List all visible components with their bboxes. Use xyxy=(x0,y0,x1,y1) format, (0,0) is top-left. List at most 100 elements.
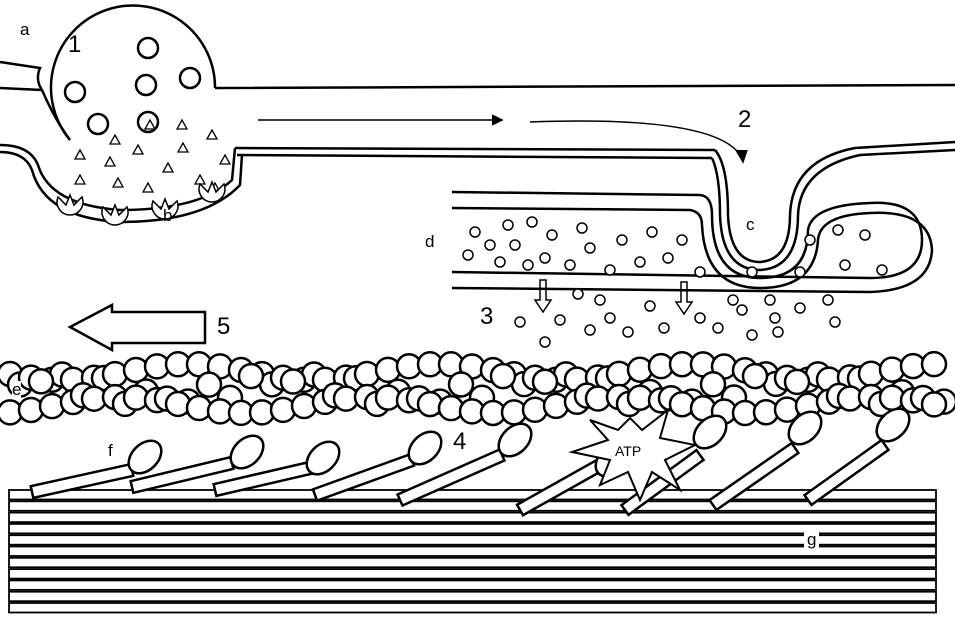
actin-monomer xyxy=(101,360,129,388)
label-e: e xyxy=(12,380,22,399)
calcium-ion xyxy=(712,322,724,334)
actin-monomer xyxy=(290,392,318,420)
receptor xyxy=(101,202,129,226)
calcium-ion xyxy=(539,252,551,264)
calcium-ion xyxy=(839,259,851,271)
label-a: a xyxy=(20,20,30,39)
sarcoplasmic-reticulum xyxy=(451,140,955,294)
calcium-ion xyxy=(764,294,776,306)
label-d: d xyxy=(425,232,435,251)
calcium-ion xyxy=(832,224,844,236)
neurotransmitter xyxy=(111,176,125,188)
label-b: b xyxy=(163,206,173,225)
actin-monomer xyxy=(920,350,948,378)
calcium-ion xyxy=(694,266,706,278)
neurotransmitter xyxy=(205,128,219,140)
calcium-ion xyxy=(502,219,514,231)
actin-monomer xyxy=(27,368,55,395)
direction-arrow xyxy=(67,302,207,353)
calcium-ion xyxy=(514,316,526,328)
calcium-ion xyxy=(746,266,758,278)
neurotransmitter xyxy=(161,161,175,173)
calcium-ion xyxy=(584,324,596,336)
calcium-ion xyxy=(727,294,739,306)
myosin-heads xyxy=(29,407,911,517)
actin-filament xyxy=(0,350,955,427)
motor-neuron xyxy=(0,4,955,160)
neurotransmitter xyxy=(175,118,189,130)
receptor xyxy=(198,179,226,203)
receptor xyxy=(151,196,179,220)
receptors xyxy=(56,179,226,226)
myosin-head xyxy=(787,410,823,446)
actin-monomer xyxy=(279,368,307,395)
calcium-ion xyxy=(604,264,616,276)
atp-label: ATP xyxy=(615,443,642,459)
synaptic-vesicles xyxy=(63,36,202,136)
thick-filament-strand xyxy=(8,500,937,512)
calcium-ion xyxy=(494,256,506,268)
neurotransmitter xyxy=(73,173,87,185)
impulse-arrows xyxy=(258,114,748,164)
label-4: 4 xyxy=(453,428,467,455)
release-arrows xyxy=(533,279,694,316)
calcium-ion xyxy=(804,234,816,246)
myosin-head xyxy=(407,430,443,466)
thick-filament-strand xyxy=(8,534,937,546)
thick-filament xyxy=(8,489,937,614)
neurotransmitter xyxy=(218,153,232,165)
calcium-ion xyxy=(576,222,588,234)
neurotransmitters xyxy=(73,118,232,193)
label-5: 5 xyxy=(217,313,231,340)
label-3: 3 xyxy=(480,303,494,330)
vesicle xyxy=(63,80,87,104)
actin-monomer xyxy=(699,370,727,398)
receptor xyxy=(56,192,84,216)
calcium-ion xyxy=(509,239,521,251)
calcium-ion xyxy=(772,326,784,338)
calcium-ion xyxy=(594,294,606,306)
vesicle xyxy=(86,112,110,136)
calcium-ion xyxy=(526,216,538,228)
calcium-ion xyxy=(469,226,481,238)
thick-filament-strand xyxy=(8,568,937,580)
label-2: 2 xyxy=(738,106,752,133)
thick-filament-strand xyxy=(8,511,937,523)
neurotransmitter xyxy=(103,155,117,167)
calcium-ion xyxy=(546,229,558,241)
myosin-head xyxy=(229,434,265,470)
actin-monomer xyxy=(857,360,885,387)
vesicle xyxy=(134,73,158,97)
calcium-ion xyxy=(658,322,670,334)
myosin-head xyxy=(127,439,163,475)
actin-monomer xyxy=(783,368,811,396)
neurotransmitter xyxy=(176,141,190,153)
calcium-ion xyxy=(769,312,781,324)
thick-filament-strand xyxy=(8,602,937,614)
thick-filament-strand xyxy=(8,523,937,535)
calcium-ion xyxy=(646,226,658,238)
calcium-ion xyxy=(616,234,628,246)
actin-monomer xyxy=(416,390,444,418)
calcium-ion xyxy=(822,294,834,306)
calcium-ion xyxy=(736,304,748,316)
actin-monomer xyxy=(447,371,475,398)
actin-monomer xyxy=(489,362,517,390)
thick-filament-strand xyxy=(8,545,937,557)
actin-monomer xyxy=(164,390,192,418)
neurotransmitter xyxy=(131,143,145,155)
calcium-ion xyxy=(662,252,674,264)
calcium-ion xyxy=(604,312,616,324)
thick-filament-strand xyxy=(8,579,937,591)
actin-monomer xyxy=(920,391,948,418)
calcium-ion xyxy=(584,242,596,254)
thick-filament-strand xyxy=(8,556,937,569)
calcium-ion xyxy=(644,300,656,312)
calcium-ion xyxy=(554,314,566,326)
calcium-ion xyxy=(634,256,646,268)
calcium-ion xyxy=(564,259,576,271)
atp-burst xyxy=(568,407,699,503)
calcium-ion xyxy=(676,234,688,246)
